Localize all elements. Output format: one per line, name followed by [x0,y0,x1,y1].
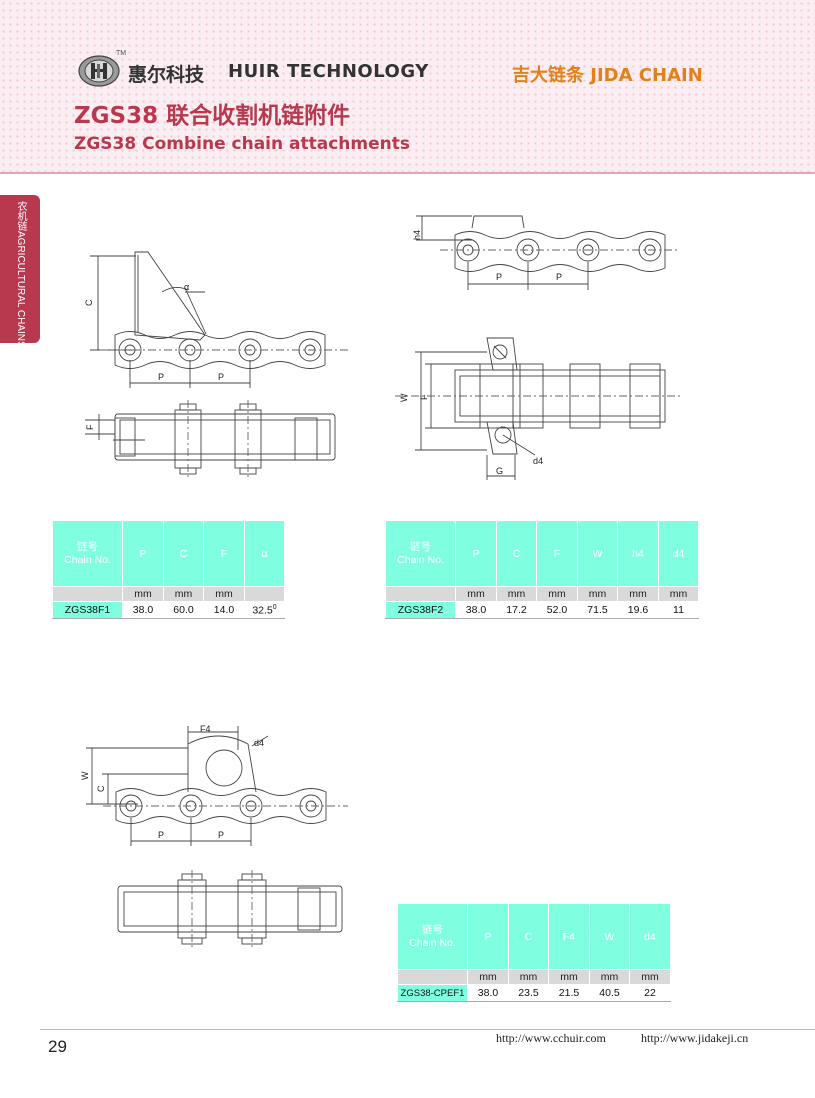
footer-url-jidakeji[interactable]: http://www.jidakeji.cn [641,1031,749,1045]
brand-right: 吉大链条 JIDA CHAIN [512,65,703,86]
unit-h4: mm [617,586,659,602]
f2-dim-p2: P [556,272,562,282]
row-chain-no: ZGS38F1 [52,601,123,619]
header-band [0,0,815,172]
row-f: 14.0 [203,601,245,619]
unit-w: mm [589,969,630,985]
f1-side-view-drawing: C α P P [84,251,350,388]
unit-p: mm [122,586,164,602]
f1-dim-f: F [85,424,95,430]
brand-name-en: HUIR TECHNOLOGY [228,61,429,82]
unit-blank [397,969,468,985]
huir-logo-icon [78,55,120,87]
footer-divider [40,1029,815,1030]
col-f4: F4 [548,903,590,970]
unit-p: mm [455,586,497,602]
row-p: 38.0 [455,601,497,619]
row-c: 17.2 [496,601,537,619]
cpef1-side-view-drawing: F4 d4 W C P P [80,724,348,846]
row-f: 52.0 [536,601,578,619]
f2-dim-d4: d4 [533,456,543,466]
row-p: 38.0 [122,601,164,619]
unit-p: mm [467,969,509,985]
row-w: 40.5 [589,984,630,1002]
cpef1-plan-view-drawing [117,870,343,948]
row-chain-no: ZGS38F2 [385,601,456,619]
page-title-cn: ZGS38 联合收割机链附件 [74,103,351,129]
f2-dim-w: W [399,393,409,402]
col-p: P [455,520,497,587]
col-c: C [496,520,537,587]
unit-f: mm [536,586,578,602]
unit-blank [385,586,456,602]
f1-dim-c: C [84,299,94,306]
col-c: C [508,903,549,970]
unit-w: mm [577,586,618,602]
col-alpha: α [244,520,285,587]
col-p: P [467,903,509,970]
f1-dim-p2: P [218,372,224,382]
col-d4: d4 [629,903,671,970]
unit-d4: mm [658,586,699,602]
f1-dim-p1: P [158,372,164,382]
brand-name-cn: 惠尔科技 [128,64,205,86]
row-p: 38.0 [467,984,509,1002]
footer-url-cchuir[interactable]: http://www.cchuir.com [496,1031,606,1045]
col-h4: h4 [617,520,659,587]
f2-dim-p1: P [496,272,502,282]
f2-dim-g: G [496,466,503,476]
row-h4: 19.6 [617,601,659,619]
col-f: F [203,520,245,587]
page-title-en: ZGS38 Combine chain attachments [74,134,410,154]
side-tab-label: 农机链AGRICULTURAL CHAINS [15,201,26,348]
unit-d4: mm [629,969,671,985]
row-w: 71.5 [577,601,618,619]
col-w: W [589,903,630,970]
unit-c: mm [508,969,549,985]
f2-dim-h4: h4 [412,230,422,240]
side-category-tab: 农机链AGRICULTURAL CHAINS [0,195,40,348]
cpef1-dim-f4: F4 [200,724,211,734]
unit-c: mm [163,586,204,602]
f1-dim-alpha: α [184,282,189,292]
page-number: 29 [48,1037,67,1056]
header-divider [0,172,815,174]
col-p: P [122,520,164,587]
f2-plan-view-drawing: W F d4 G [395,337,680,480]
cpef1-dim-c: C [96,785,106,792]
cpef1-dim-d4: d4 [254,738,264,748]
cpef1-dim-w: W [80,771,90,780]
row-alpha: 32.50 [244,601,285,619]
row-d4: 11 [658,601,699,619]
col-c: C [163,520,204,587]
f2-dim-f: F [419,394,429,400]
row-c: 60.0 [163,601,204,619]
col-w: W [577,520,618,587]
trademark-mark: TM [116,50,127,57]
col-f: F [536,520,578,587]
cpef1-dim-p1: P [158,830,164,840]
unit-f4: mm [548,969,590,985]
unit-blank [52,586,123,602]
row-d4: 22 [629,984,671,1002]
unit-f: mm [203,586,245,602]
cpef1-dim-p2: P [218,830,224,840]
unit-alpha [244,586,285,602]
row-c: 23.5 [508,984,549,1002]
f2-side-view-drawing: h4 P P [412,215,680,290]
row-chain-no: ZGS38-CPEF1 [397,984,468,1002]
unit-c: mm [496,586,537,602]
f1-plan-view-drawing: F [85,400,336,478]
row-f4: 21.5 [548,984,590,1002]
col-d4: d4 [658,520,699,587]
